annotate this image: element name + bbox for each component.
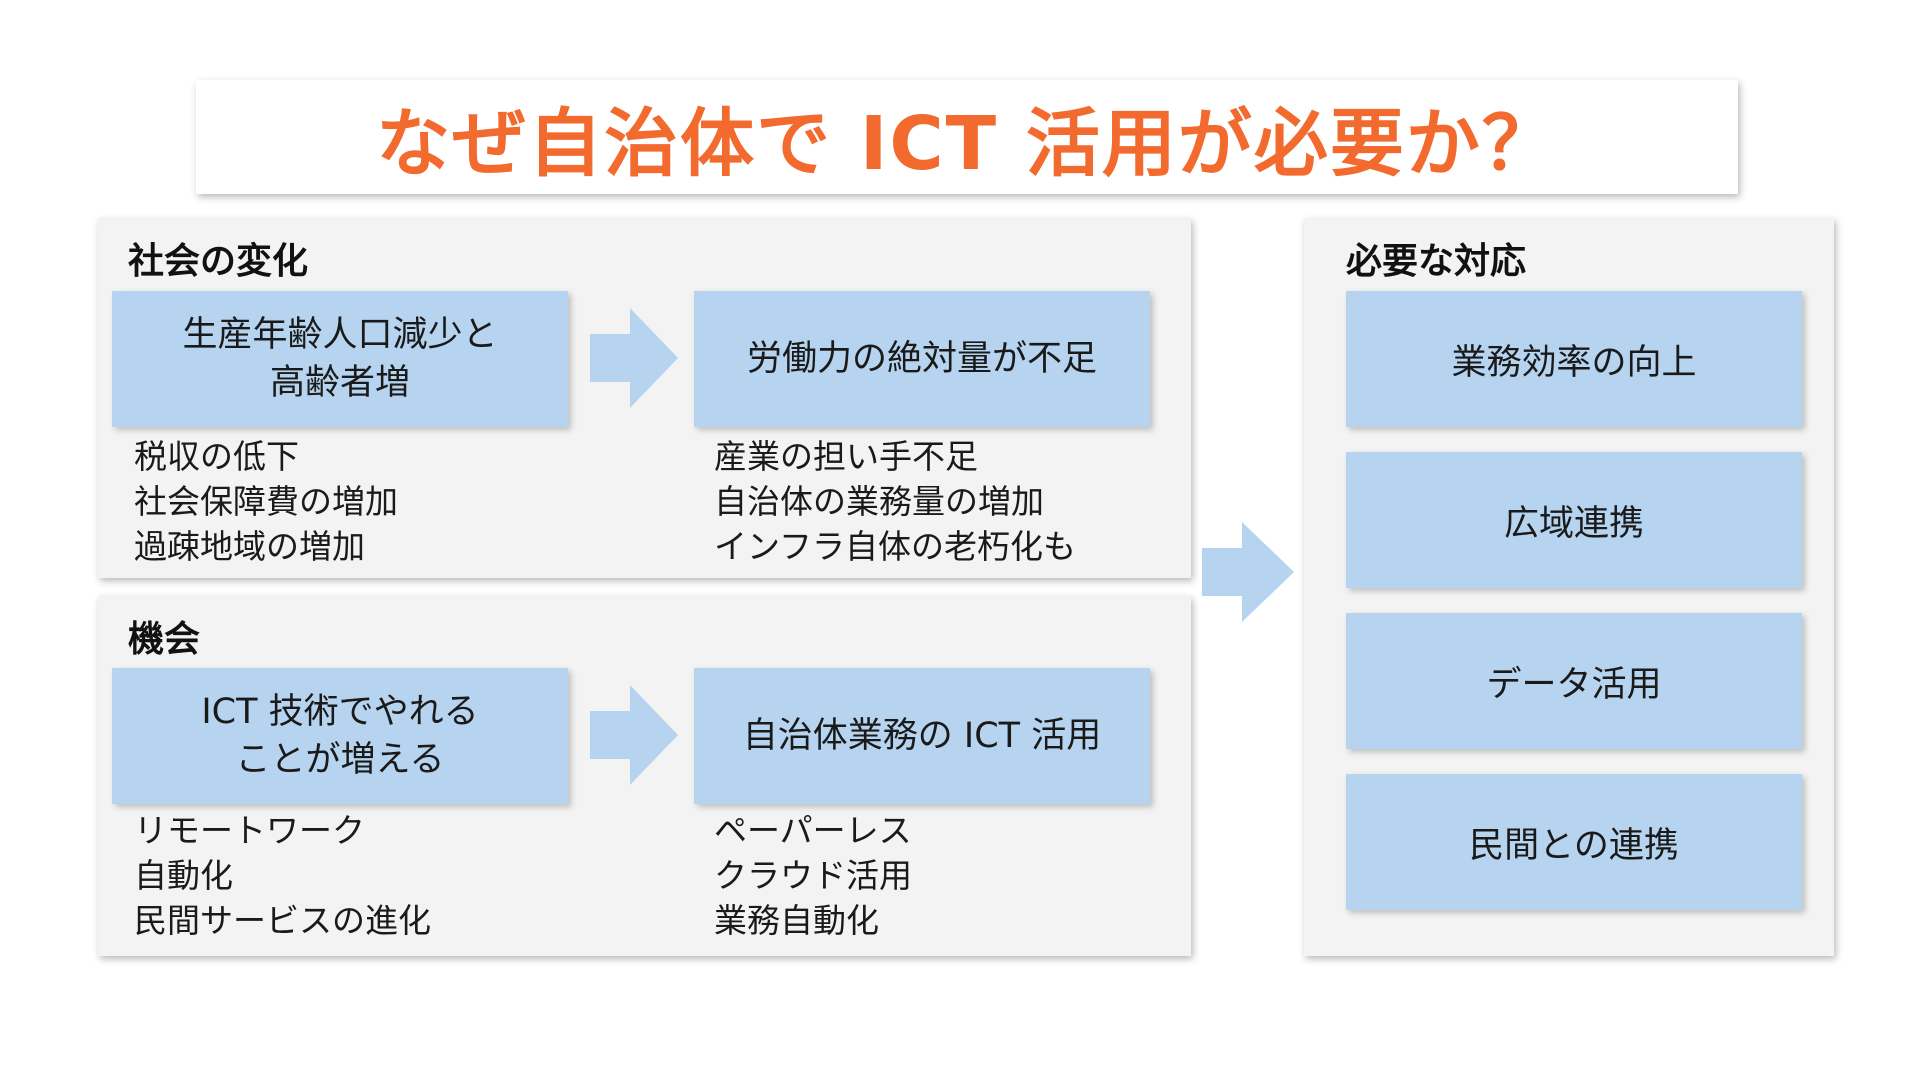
opportunity-heading: 機会 bbox=[128, 619, 201, 660]
list-item: 産業の担い手不足 bbox=[714, 437, 978, 476]
list-item: 過疎地域の増加 bbox=[134, 527, 365, 566]
main-arrow-icon bbox=[1202, 522, 1294, 622]
list-item: 社会保障費の増加 bbox=[134, 482, 398, 521]
list-item: 民間サービスの進化 bbox=[134, 901, 431, 940]
response-item-regional-cooperation: 広域連携 bbox=[1346, 452, 1802, 588]
list-item: リモートワーク bbox=[134, 811, 365, 850]
list-item: ペーパーレス bbox=[714, 811, 912, 850]
social-cause-list: 税収の低下 社会保障費の増加 過疎地域の増加 bbox=[134, 434, 398, 569]
opportunity-arrow-icon bbox=[590, 685, 678, 785]
list-item: 自治体の業務量の増加 bbox=[714, 482, 1044, 521]
response-item-private-cooperation: 民間との連携 bbox=[1346, 774, 1802, 910]
list-item: 自動化 bbox=[134, 856, 233, 895]
opportunity-effect-list: ペーパーレス クラウド活用 業務自動化 bbox=[714, 808, 912, 943]
response-item-efficiency: 業務効率の向上 bbox=[1346, 291, 1802, 427]
opportunity-cause-list: リモートワーク 自動化 民間サービスの進化 bbox=[134, 808, 431, 943]
response-item-data-utilization: データ活用 bbox=[1346, 613, 1802, 749]
list-item: 業務自動化 bbox=[714, 901, 879, 940]
title-box: なぜ自治体で ICT 活用が必要か？ bbox=[196, 80, 1738, 194]
social-cause-box: 生産年齢人口減少と 高齢者増 bbox=[112, 291, 568, 427]
social-effect-list: 産業の担い手不足 自治体の業務量の増加 インフラ自体の老朽化も bbox=[714, 434, 1076, 569]
opportunity-cause-box: ICT 技術でやれる ことが増える bbox=[112, 668, 568, 804]
list-item: 税収の低下 bbox=[134, 437, 299, 476]
social-arrow-icon bbox=[590, 308, 678, 408]
social-change-heading: 社会の変化 bbox=[128, 241, 309, 282]
opportunity-effect-box: 自治体業務の ICT 活用 bbox=[694, 668, 1150, 804]
list-item: クラウド活用 bbox=[714, 856, 912, 895]
response-heading: 必要な対応 bbox=[1346, 241, 1527, 282]
list-item: インフラ自体の老朽化も bbox=[714, 527, 1077, 566]
page-title: なぜ自治体で ICT 活用が必要か？ bbox=[376, 100, 1558, 187]
social-effect-box: 労働力の絶対量が不足 bbox=[694, 291, 1150, 427]
